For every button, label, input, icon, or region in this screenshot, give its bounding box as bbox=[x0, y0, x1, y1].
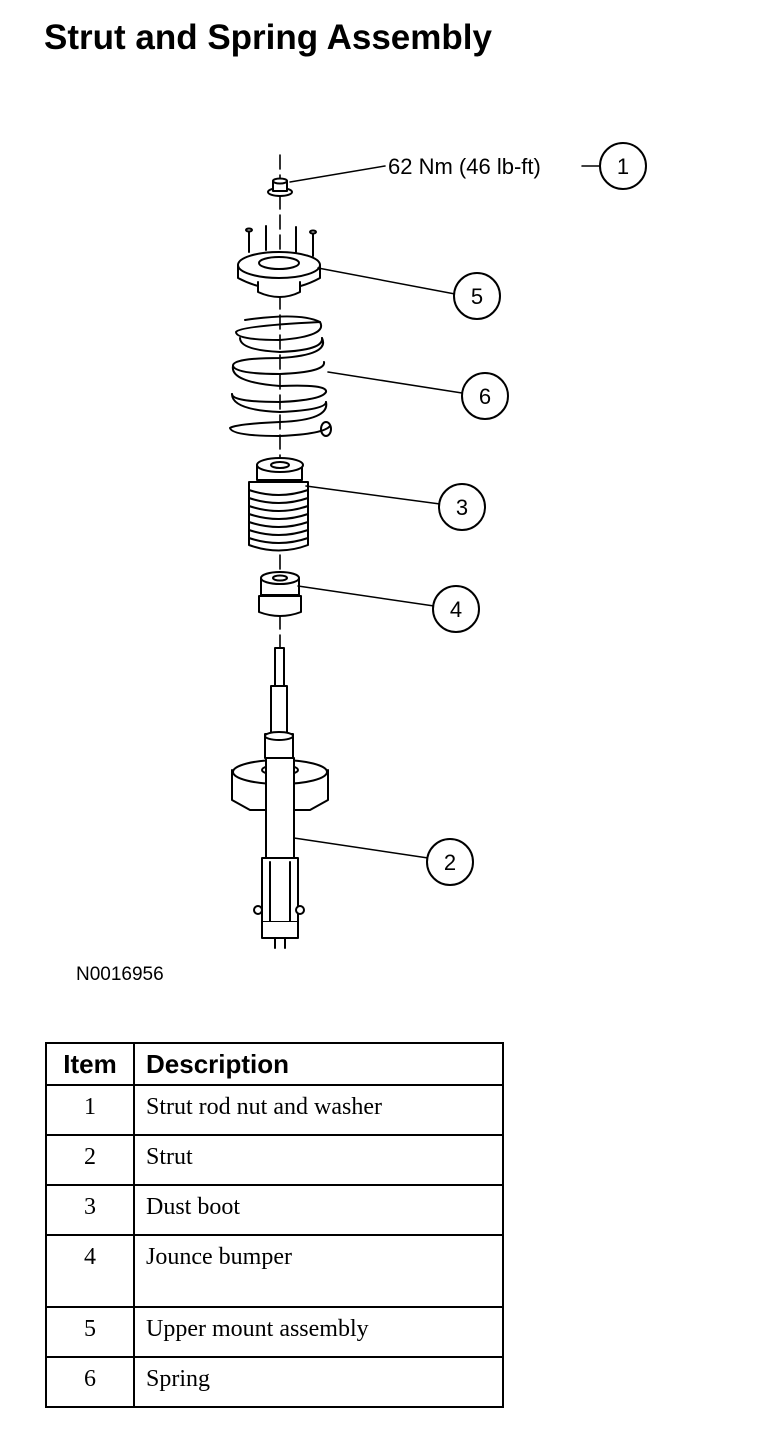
strut-part bbox=[231, 647, 329, 949]
callout-number: 6 bbox=[479, 384, 491, 409]
description-cell: Strut bbox=[133, 1134, 504, 1186]
parts-table: Item Description 1 Strut rod nut and was… bbox=[45, 1042, 504, 1408]
jounce-bumper-part bbox=[258, 571, 302, 617]
table-row: 4 Jounce bumper bbox=[45, 1234, 504, 1308]
item-cell: 3 bbox=[45, 1184, 135, 1236]
torque-label: 62 Nm (46 lb-ft) bbox=[388, 154, 541, 179]
upper-mount-part bbox=[237, 225, 321, 298]
callout-3: 3 bbox=[438, 483, 486, 531]
strut-assembly-diagram: 62 Nm (46 lb-ft) 1 5 6 3 4 2 bbox=[229, 142, 647, 949]
description-cell: Strut rod nut and washer bbox=[133, 1084, 504, 1136]
description-cell: Upper mount assembly bbox=[133, 1306, 504, 1358]
description-cell: Jounce bumper bbox=[133, 1234, 504, 1308]
callout-number: 4 bbox=[450, 597, 462, 622]
table-row: 2 Strut bbox=[45, 1134, 504, 1186]
table-row: 5 Upper mount assembly bbox=[45, 1306, 504, 1358]
figure-id: N0016956 bbox=[76, 964, 164, 985]
table-header-row: Item Description bbox=[45, 1042, 504, 1086]
item-cell: 5 bbox=[45, 1306, 135, 1358]
callout-4: 4 bbox=[432, 585, 480, 633]
table-row: 3 Dust boot bbox=[45, 1184, 504, 1236]
coil-spring-part bbox=[229, 315, 332, 437]
callout-2: 2 bbox=[426, 838, 474, 886]
callout-number: 2 bbox=[444, 850, 456, 875]
item-cell: 2 bbox=[45, 1134, 135, 1186]
callout-number: 3 bbox=[456, 495, 468, 520]
description-cell: Spring bbox=[133, 1356, 504, 1408]
table-row: 1 Strut rod nut and washer bbox=[45, 1084, 504, 1136]
description-column-header: Description bbox=[133, 1042, 504, 1086]
callout-6: 6 bbox=[461, 372, 509, 420]
item-cell: 6 bbox=[45, 1356, 135, 1408]
callout-number: 5 bbox=[471, 284, 483, 309]
table-row: 6 Spring bbox=[45, 1356, 504, 1408]
item-cell: 4 bbox=[45, 1234, 135, 1308]
page-title: Strut and Spring Assembly bbox=[44, 18, 492, 57]
description-cell: Dust boot bbox=[133, 1184, 504, 1236]
callout-1: 1 bbox=[599, 142, 647, 190]
callout-5: 5 bbox=[453, 272, 501, 320]
item-column-header: Item bbox=[45, 1042, 135, 1086]
item-cell: 1 bbox=[45, 1084, 135, 1136]
dust-boot-part bbox=[248, 457, 309, 552]
leader-lines bbox=[289, 165, 601, 859]
callout-number: 1 bbox=[617, 154, 629, 179]
strut-rod-nut-part bbox=[267, 177, 293, 197]
